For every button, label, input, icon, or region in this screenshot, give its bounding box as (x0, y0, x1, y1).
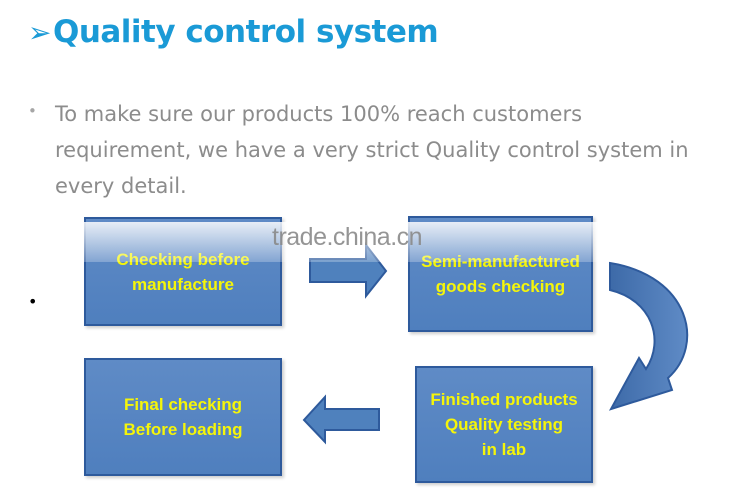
step-label: Semi-manufactured goods checking (421, 252, 580, 296)
step-box-checking-before-manufacture: Checking before manufacture (84, 217, 282, 326)
page-title: ➢Quality control system (28, 14, 439, 50)
step-box-final-checking: Final checking Before loading (84, 358, 282, 476)
step-label: Final checking Before loading (123, 395, 243, 439)
page-title-text: Quality control system (52, 14, 439, 50)
step-label: Finished products Quality testing in lab (430, 390, 578, 459)
step-box-finished-products-testing: Finished products Quality testing in lab (415, 366, 593, 483)
right-arrow-icon (309, 242, 388, 299)
left-arrow-icon (302, 394, 380, 445)
curved-arrow-icon (608, 261, 689, 411)
intro-text: To make sure our products 100% reach cus… (55, 102, 689, 198)
step-label: Checking before manufacture (116, 249, 250, 294)
empty-bullet-icon: • (28, 292, 38, 311)
bullet-dot-icon: • (28, 102, 37, 120)
arrow-bullet-icon: ➢ (28, 16, 51, 49)
step-box-semi-manufactured-goods: Semi-manufactured goods checking (408, 216, 593, 332)
watermark: trade.china.cn (272, 223, 423, 251)
